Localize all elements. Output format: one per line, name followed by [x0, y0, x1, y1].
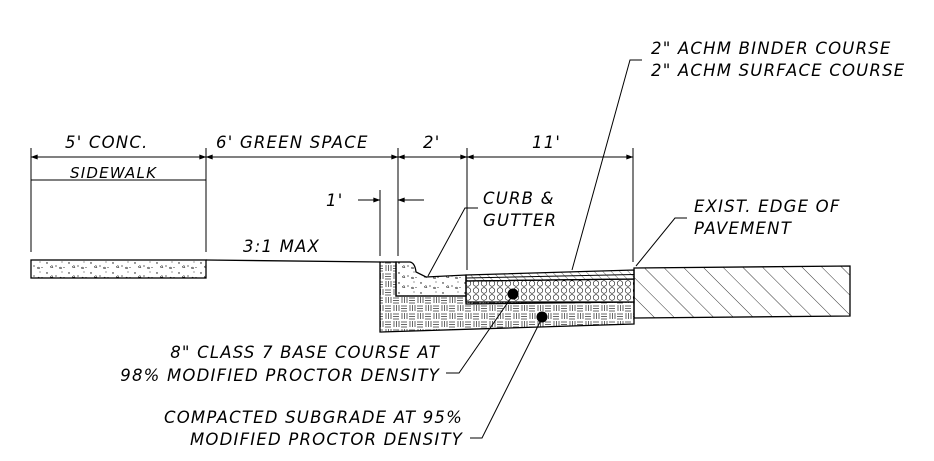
base-course	[465, 278, 635, 305]
subgrade-label-line2: MODIFIED PROCTOR DENSITY	[190, 430, 464, 449]
binder-course-label: 2" ACHM BINDER COURSE	[651, 39, 892, 58]
sidewalk-slab	[30, 259, 207, 279]
base-course-leader	[446, 294, 514, 374]
curb-and-gutter	[395, 261, 467, 297]
achm-leader	[571, 59, 642, 271]
lane-width-label: 11'	[532, 133, 561, 152]
sidewalk-width-label: 5' CONC.	[65, 133, 149, 152]
curb-label-line2: GUTTER	[483, 211, 557, 230]
base-label-line2: 98% MODIFIED PROCTOR DENSITY	[120, 366, 440, 385]
green-space-label: 6' GREEN SPACE	[216, 133, 369, 152]
subgrade-leader	[470, 317, 543, 439]
edge-label-line1: EXIST. EDGE OF	[694, 197, 841, 216]
sidewalk-label: SIDEWALK	[70, 164, 157, 182]
base-course-dot	[507, 288, 519, 300]
surface-course-label: 2" ACHM SURFACE COURSE	[651, 61, 905, 80]
edge-leader	[635, 217, 687, 267]
subgrade-dot	[536, 311, 548, 323]
green-space-grade	[205, 259, 381, 263]
base-label-line1: 8" CLASS 7 BASE COURSE AT	[170, 343, 441, 362]
existing-pavement	[633, 265, 851, 319]
curb-label-line1: CURB &	[483, 189, 555, 208]
offset-label: 1'	[326, 191, 343, 210]
curb-leader	[427, 207, 478, 277]
edge-label-line2: PAVEMENT	[694, 219, 793, 238]
subgrade-label-line1: COMPACTED SUBGRADE AT 95%	[164, 408, 463, 427]
curb-width-label: 2'	[423, 133, 440, 152]
slope-label: 3:1 MAX	[243, 237, 320, 256]
